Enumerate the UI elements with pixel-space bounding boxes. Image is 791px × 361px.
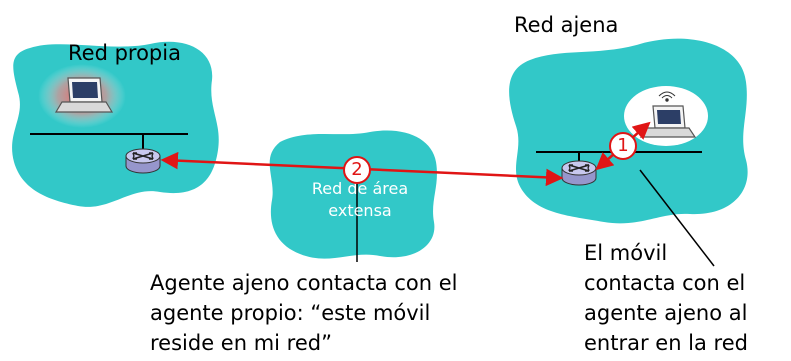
home-laptop-icon xyxy=(54,77,114,113)
step1-badge: 1 xyxy=(609,132,637,160)
home-router-icon xyxy=(125,148,161,174)
foreign-network-label: Red ajena xyxy=(514,13,619,37)
mobile-contact-line3: agente ajeno al xyxy=(584,301,748,325)
step2-badge: 2 xyxy=(343,156,371,184)
home-network-label: Red propia xyxy=(68,41,181,65)
foreign-router-icon xyxy=(561,160,597,186)
agent-contact-line1: Agente ajeno contacta con el xyxy=(150,271,458,295)
mobile-contact-line2: contacta con el xyxy=(584,271,746,295)
foreign-network-cloud xyxy=(509,38,748,224)
mobile-contact-line4: entrar en la red xyxy=(584,331,748,355)
mobile-contact-line1: El móvil xyxy=(584,241,668,265)
wan-label-line2: extensa xyxy=(328,201,392,220)
agent-contact-line2: agente propio: “este móvil xyxy=(150,301,431,325)
wireless-signal-icon xyxy=(658,91,676,102)
agent-contact-line3: reside en mi red” xyxy=(150,331,332,355)
wan-label-line1: Red de área xyxy=(311,179,409,198)
mobile-contact-leader xyxy=(639,169,715,267)
